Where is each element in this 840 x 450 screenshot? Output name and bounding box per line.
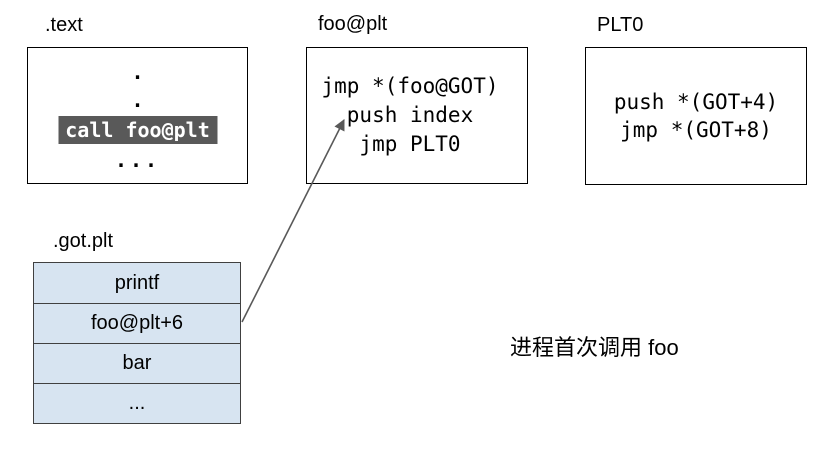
plt0-label: PLT0 [597,14,644,36]
foo-plt-label: foo@plt [318,13,388,35]
text-dot-1: . [131,60,144,84]
got-plt-table: printf foo@plt+6 bar ... [33,262,241,424]
got-row-foo-plt-6: foo@plt+6 [34,303,240,343]
foo-plt-line-1: jmp *(foo@GOT) [321,74,499,98]
got-row-ellipsis: ... [34,383,240,423]
plt0-line-2: jmp *(GOT+8) [620,118,772,142]
plt0-box: push *(GOT+4) jmp *(GOT+8) [585,47,807,185]
got-row-bar: bar [34,343,240,383]
foo-plt-box: jmp *(foo@GOT) push index jmp PLT0 [306,47,528,184]
text-section-box: . . call foo@plt ... [27,47,248,184]
foo-plt-line-3: jmp PLT0 [359,132,461,156]
plt0-line-1: push *(GOT+4) [613,90,779,114]
foo-plt-line-2: push index [346,103,474,127]
text-ellipsis: ... [114,148,161,172]
text-section-label: .text [45,14,83,36]
first-call-caption: 进程首次调用 foo [510,335,679,360]
got-plt-label: .got.plt [53,230,114,252]
call-foo-plt-highlight: call foo@plt [58,116,217,144]
text-dot-2: . [131,88,144,112]
got-row-printf: printf [114,271,160,294]
